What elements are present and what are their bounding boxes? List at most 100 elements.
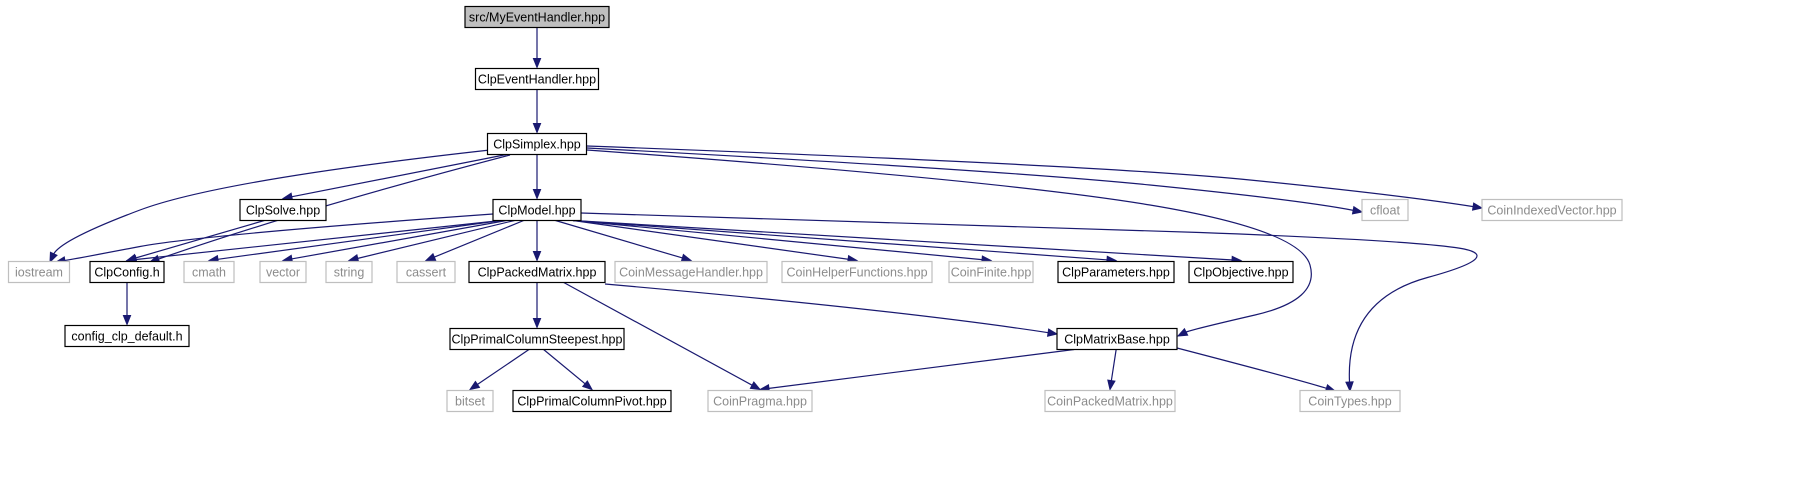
node-label: src/MyEventHandler.hpp	[469, 10, 605, 24]
edge-clpmodel-to-string	[347, 219, 515, 263]
edge-arrowhead	[749, 381, 762, 391]
node-box	[512, 389, 672, 413]
node-cassert: cassert	[396, 260, 456, 284]
edge-clpmatrixbase-to-cointypes	[1176, 347, 1337, 393]
edge-clpmodel-to-clpobjective	[572, 219, 1243, 265]
nodes-layer: src/MyEventHandler.hppClpEventHandler.hp…	[7, 5, 1623, 413]
node-iostream: iostream	[7, 260, 71, 284]
node-box	[781, 260, 933, 284]
node-label: CoinHelperFunctions.hpp	[786, 265, 927, 279]
node-box	[1361, 198, 1409, 222]
edge-line	[767, 348, 1075, 390]
edge-line	[586, 145, 1475, 208]
node-box	[948, 260, 1034, 284]
edge-line	[555, 219, 684, 259]
edge-clpmatrixbase-to-coinpackedmatrix	[1107, 349, 1117, 391]
node-clpeventhandler[interactable]: ClpEventHandler.hpp	[474, 67, 600, 91]
edge-clpprimalcolumnsteepest-to-clpprimalcolumnpivot	[543, 349, 594, 391]
edge-line	[586, 147, 1355, 212]
node-box	[64, 324, 190, 348]
node-box	[1056, 327, 1178, 351]
node-clpsolve[interactable]: ClpSolve.hpp	[239, 198, 327, 222]
edge-line	[580, 212, 1478, 384]
node-label: cassert	[406, 265, 447, 279]
node-label: ClpConfig.h	[94, 265, 159, 279]
node-root[interactable]: src/MyEventHandler.hpp	[464, 5, 610, 29]
edge-arrowhead	[1345, 381, 1354, 393]
node-box	[614, 260, 768, 284]
node-label: ClpPrimalColumnSteepest.hpp	[452, 332, 623, 346]
node-coinindexedvector: CoinIndexedVector.hpp	[1481, 198, 1623, 222]
node-label: cmath	[192, 265, 226, 279]
edge-line	[572, 219, 850, 260]
edge-arrowhead	[1471, 202, 1484, 211]
node-clpsimplex[interactable]: ClpSimplex.hpp	[486, 132, 588, 156]
node-box	[1188, 260, 1294, 284]
edges-layer	[49, 27, 1484, 393]
node-box	[474, 67, 600, 91]
edge-line	[63, 213, 494, 262]
node-label: ClpPackedMatrix.hpp	[478, 265, 597, 279]
node-label: CoinMessageHandler.hpp	[619, 265, 763, 279]
node-label: ClpSimplex.hpp	[493, 137, 581, 151]
node-label: ClpSolve.hpp	[246, 203, 320, 217]
node-clpparameters[interactable]: ClpParameters.hpp	[1057, 260, 1175, 284]
edge-line	[1176, 347, 1328, 390]
node-box	[468, 260, 606, 284]
edge-line	[216, 219, 502, 261]
edge-arrowhead	[1046, 328, 1059, 337]
node-label: CoinTypes.hpp	[1308, 394, 1391, 408]
node-label: ClpMatrixBase.hpp	[1064, 332, 1170, 346]
edge-line	[433, 219, 524, 259]
edge-clpsimplex-to-iostream	[49, 149, 491, 264]
edge-arrowhead	[532, 189, 542, 200]
node-clpprimalcolumnpivot[interactable]: ClpPrimalColumnPivot.hpp	[512, 389, 672, 413]
node-box	[1299, 389, 1401, 413]
edge-clppackedmatrix-to-clpmatrixbase	[604, 283, 1059, 337]
node-box	[183, 260, 235, 284]
edge-arrowhead	[49, 251, 58, 264]
edge-arrowhead	[122, 315, 132, 326]
node-box	[486, 132, 588, 156]
edge-clpmatrixbase-to-coinpragma	[758, 348, 1075, 393]
node-box	[325, 260, 373, 284]
edge-clpmodel-to-cointypes	[580, 212, 1478, 393]
edge-line	[563, 281, 754, 387]
node-label: ClpParameters.hpp	[1062, 265, 1170, 279]
edge-clpconfig-to-configclpdefault	[122, 282, 132, 326]
edge-arrowhead	[347, 254, 360, 263]
node-label: config_clp_default.h	[71, 329, 182, 343]
node-label: ClpPrimalColumnPivot.hpp	[517, 394, 666, 408]
node-coinpackedmatrix: CoinPackedMatrix.hpp	[1044, 389, 1176, 413]
node-clpmatrixbase[interactable]: ClpMatrixBase.hpp	[1056, 327, 1178, 351]
node-label: CoinPackedMatrix.hpp	[1047, 394, 1173, 408]
node-box	[446, 389, 494, 413]
node-vector: vector	[259, 260, 307, 284]
edge-line	[572, 219, 984, 261]
node-configclpdefault[interactable]: config_clp_default.h	[64, 324, 190, 348]
node-clpprimalcolumnsteepest[interactable]: ClpPrimalColumnSteepest.hpp	[449, 327, 625, 351]
edge-line	[134, 219, 265, 259]
node-label: CoinIndexedVector.hpp	[1487, 203, 1616, 217]
edge-clpsimplex-to-coinindexedvector	[586, 145, 1484, 211]
node-clpconfig[interactable]: ClpConfig.h	[89, 260, 165, 284]
node-label: bitset	[455, 394, 485, 408]
edge-line	[1110, 349, 1117, 382]
edge-clpsimplex-to-clpmodel	[532, 154, 542, 200]
node-coinfinite: CoinFinite.hpp	[948, 260, 1034, 284]
edge-line	[52, 149, 491, 256]
node-label: ClpObjective.hpp	[1193, 265, 1288, 279]
node-label: ClpModel.hpp	[498, 203, 575, 217]
edge-line	[586, 149, 1312, 333]
node-clpmodel[interactable]: ClpModel.hpp	[492, 198, 582, 222]
node-clppackedmatrix[interactable]: ClpPackedMatrix.hpp	[468, 260, 606, 284]
edge-clpsimplex-to-cfloat	[586, 147, 1364, 215]
edge-arrowhead	[1351, 205, 1364, 215]
edge-line	[604, 283, 1050, 334]
node-clpobjective[interactable]: ClpObjective.hpp	[1188, 260, 1294, 284]
node-cointypes: CoinTypes.hpp	[1299, 389, 1401, 413]
node-box	[492, 198, 582, 222]
node-box	[259, 260, 307, 284]
edge-arrowhead	[1107, 379, 1116, 391]
edge-clppackedmatrix-to-coinpragma	[563, 281, 762, 391]
